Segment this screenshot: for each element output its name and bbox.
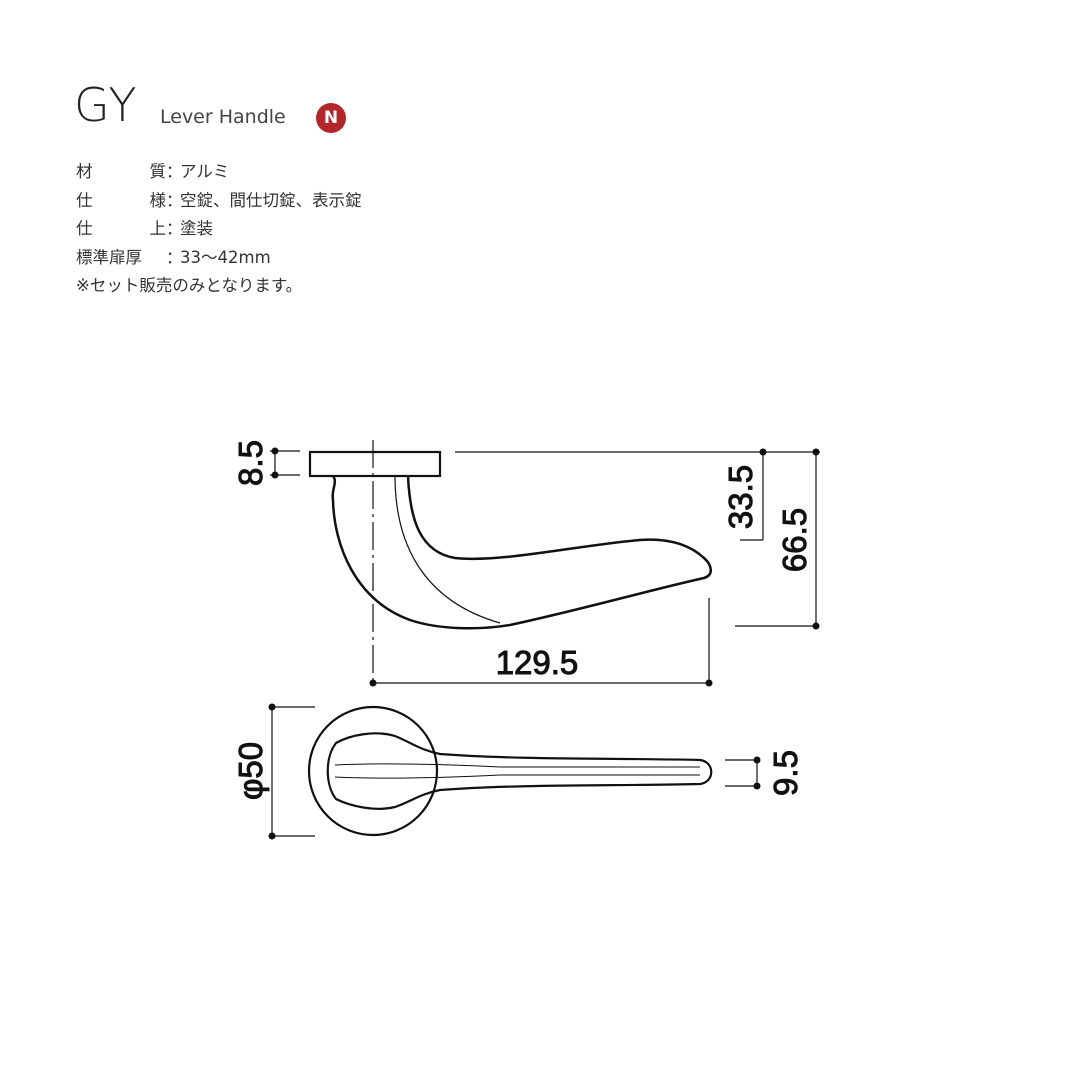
product-code: GY	[74, 78, 138, 132]
spec-row-material: 材 質 ： アルミ	[76, 158, 362, 187]
spec-value: 空錠、間仕切錠、表示錠	[180, 190, 362, 210]
spec-row-finish: 仕 上 ： 塗装	[76, 215, 362, 244]
spec-label: 仕	[76, 219, 93, 238]
spec-list: 材質 ： アルミ 仕様 ： 空錠、間仕切錠、表示錠 仕上 ： 塗装 標準扉厚 ：…	[76, 158, 362, 301]
side-view	[308, 440, 712, 685]
spec-value: 塗装	[180, 219, 213, 238]
note: ※セット販売のみとなります。	[76, 276, 303, 295]
top-view	[307, 705, 713, 837]
badge-n: N	[316, 103, 346, 133]
spec-label: 仕	[76, 190, 93, 210]
dim-rose-thickness: 8.5	[232, 440, 269, 486]
spec-label: 上	[149, 219, 167, 238]
spec-label: 標準扉厚	[76, 247, 142, 267]
separator: ：	[166, 162, 183, 181]
separator: ：	[166, 190, 183, 210]
spec-label: 様	[149, 190, 167, 210]
lever-edge-line	[394, 475, 501, 624]
dim-rose-diameter: φ50	[232, 742, 269, 800]
separator: ：	[166, 247, 183, 267]
spec-value: アルミ	[180, 162, 230, 181]
dim-projection: 129.5	[496, 644, 579, 681]
spec-label: 材	[76, 162, 93, 181]
dim-total-height: 66.5	[776, 508, 813, 572]
lever-top-ridge	[334, 763, 700, 779]
product-type: Lever Handle	[160, 106, 286, 128]
dimension-lines	[270, 450, 820, 837]
rose-circle	[307, 705, 439, 837]
dim-lever-rise: 33.5	[722, 465, 759, 529]
dimension-dots	[268, 447, 820, 840]
lever-outline	[331, 475, 712, 630]
separator: ：	[166, 219, 183, 238]
spec-row-spec: 仕 様 ： 空錠、間仕切錠、表示錠	[76, 187, 362, 216]
dim-lever-width: 9.5	[767, 750, 804, 796]
lever-top-outline	[326, 732, 713, 810]
rose-plate	[308, 450, 442, 478]
spec-row-door-thickness: 標準扉厚 ： 33〜42mm	[76, 244, 362, 273]
spec-value: 33〜42mm	[180, 247, 271, 267]
spec-label: 質	[149, 162, 167, 181]
